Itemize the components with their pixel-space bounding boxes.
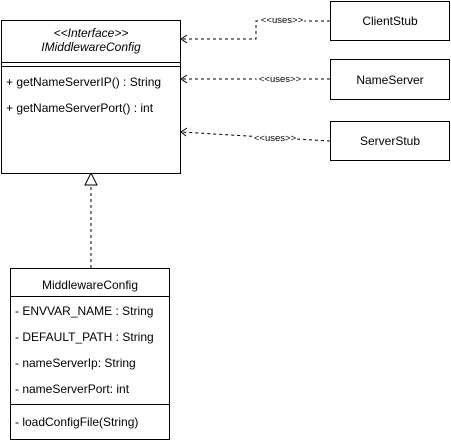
uses-edge-nameserver-arrowhead: [180, 74, 188, 84]
class-name: ServerStub: [359, 134, 421, 148]
impl-class-name: MiddlewareConfig: [41, 278, 139, 292]
impl-attribute: - DEFAULT_PATH : String: [15, 330, 154, 344]
class-box-clientstub[interactable]: ClientStub: [330, 1, 450, 41]
class-box-serverstub[interactable]: ServerStub: [330, 121, 450, 161]
impl-attribute: - ENVVAR_NAME : String: [15, 304, 154, 318]
impl-divider: [11, 296, 169, 297]
interface-class-box[interactable]: <<Interface>> IMiddlewareConfig + getNam…: [1, 20, 181, 174]
uses-label-clientstub: <<uses>>: [261, 15, 304, 26]
uses-edge-serverstub: [180, 131, 331, 142]
class-name: NameServer: [356, 72, 424, 87]
class-name: ClientStub: [362, 14, 418, 28]
interface-name: IMiddlewareConfig: [41, 40, 141, 54]
interface-stereotype: <<Interface>>: [53, 26, 129, 40]
impl-class-box[interactable]: MiddlewareConfig - ENVVAR_NAME : String …: [10, 268, 170, 440]
interface-method: + getNameServerIP() : String: [6, 75, 162, 89]
impl-divider: [11, 404, 169, 405]
impl-attribute: - nameServerPort: int: [15, 382, 130, 396]
uses-edge-clientstub: [181, 20, 330, 40]
impl-method: - loadConfigFile(String): [15, 415, 139, 429]
uses-edge-clientstub-arrowhead: [180, 34, 188, 44]
class-box-nameserver[interactable]: NameServer: [330, 59, 450, 100]
interface-divider: [2, 66, 180, 67]
uses-label-nameserver: <<uses>>: [259, 74, 302, 85]
realization-triangle-arrowhead: [84, 171, 98, 186]
uses-label-serverstub: <<uses>>: [254, 133, 297, 144]
impl-attribute: - nameServerIp: String: [15, 356, 136, 370]
interface-method: + getNameServerPort() : int: [6, 101, 154, 115]
interface-divider: [2, 62, 180, 63]
uses-edge-serverstub-arrowhead: [180, 127, 188, 137]
